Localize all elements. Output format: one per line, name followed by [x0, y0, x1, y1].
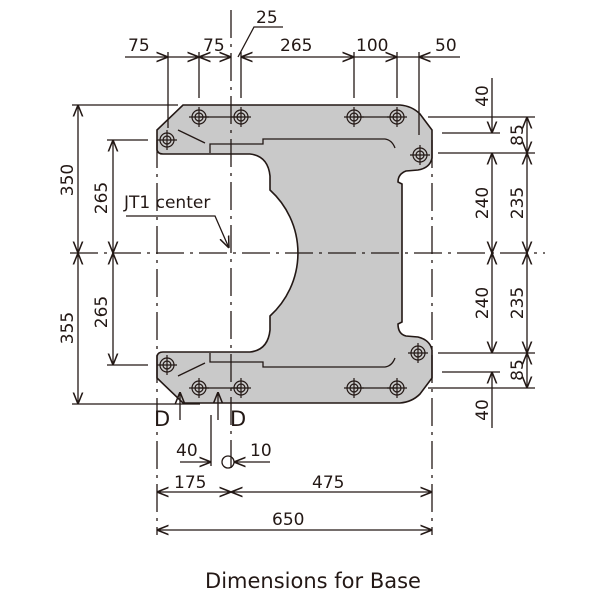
dim-right-240-bottom: 240: [473, 287, 493, 319]
section-mark-left: D: [154, 407, 170, 431]
dim-bottom-175: 175: [174, 473, 206, 493]
chamfer-line-top: [177, 129, 206, 144]
mounting-hole-icon: [231, 107, 251, 127]
figure-caption: Dimensions for Base: [205, 569, 421, 593]
mounting-hole-icon: [410, 145, 430, 165]
dim-left-350: 350: [58, 164, 78, 196]
dim-left-265-bottom: 265: [92, 296, 112, 328]
dim-right-40-top: 40: [473, 85, 493, 107]
dim-top-25: 25: [256, 8, 278, 28]
dim-right-240-top: 240: [473, 187, 493, 219]
dim-bottom-650: 650: [272, 510, 304, 530]
dim-right-40-bottom: 40: [473, 399, 493, 421]
mounting-hole-icon: [387, 378, 407, 398]
mounting-hole-icon: [387, 107, 407, 127]
dim-right-85-bottom: 85: [508, 359, 528, 381]
dim-left-265-top: 265: [92, 182, 112, 214]
plate-groove-bottom: [209, 353, 396, 368]
dim-bottom-10: 10: [250, 441, 272, 461]
dim-right-85-top: 85: [508, 124, 528, 146]
dim-top-50: 50: [435, 36, 457, 56]
dim-top-75-mid: 75: [203, 36, 225, 56]
left-dimension-lines: [72, 104, 200, 405]
right-dimension-lines: [428, 78, 535, 428]
jt1-center-label: JT1 center: [123, 193, 210, 213]
mounting-hole-icon: [231, 378, 251, 398]
dim-bottom-40: 40: [176, 441, 198, 461]
bottom-dimension-lines: [157, 415, 432, 530]
top-extension-lines: [125, 26, 460, 135]
mounting-hole-icon: [157, 355, 177, 375]
plate-groove-top: [209, 138, 396, 153]
mounting-hole-icon: [189, 378, 209, 398]
mounting-hole-icon: [189, 107, 209, 127]
mounting-hole-icon: [157, 130, 177, 150]
dim-top-100: 100: [356, 36, 388, 56]
dim-bottom-475: 475: [312, 473, 344, 493]
mounting-hole-icon: [408, 343, 428, 363]
dim-top-75-left: 75: [128, 36, 150, 56]
dim-right-235-bottom: 235: [508, 287, 528, 319]
section-mark-right: D: [230, 407, 246, 431]
jt1-leader: [126, 215, 229, 248]
base-plate: [156, 104, 433, 404]
mounting-hole-icon: [344, 107, 364, 127]
dim-top-265: 265: [280, 36, 312, 56]
mounting-holes: [157, 107, 430, 398]
chamfer-line-bottom: [177, 362, 206, 377]
mounting-hole-icon: [344, 378, 364, 398]
dim-right-235-top: 235: [508, 187, 528, 219]
dim-left-355: 355: [58, 312, 78, 344]
